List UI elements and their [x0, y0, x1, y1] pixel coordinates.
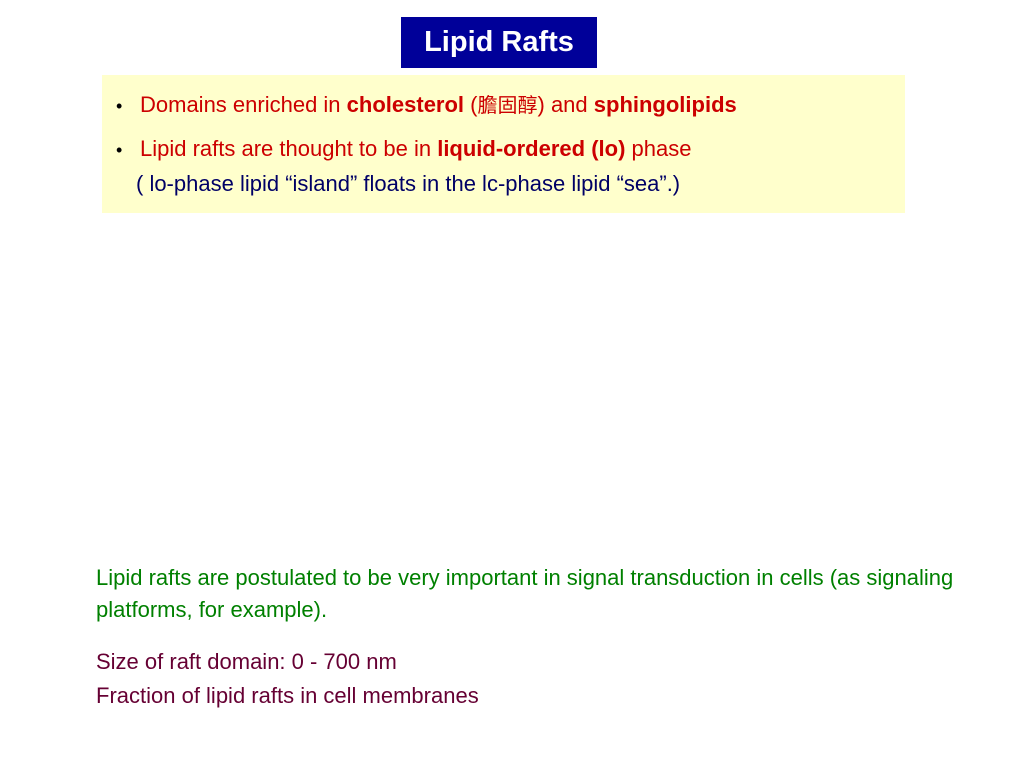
bullet-icon: •	[116, 96, 123, 116]
bullet-icon: •	[116, 140, 123, 160]
bullet-text: ) and	[537, 92, 594, 117]
raft-fraction-line: Fraction of lipid rafts in cell membrane…	[96, 683, 479, 708]
chinese-term: 膽固醇	[477, 93, 538, 117]
keyword-liquid-ordered: liquid-ordered (lo)	[437, 136, 626, 161]
bullet-text: Lipid rafts are thought to be in	[140, 136, 438, 161]
keyword-sphingolipids: sphingolipids	[593, 92, 737, 117]
raft-size-notes: Size of raft domain: 0 - 700 nm Fraction…	[96, 645, 479, 713]
bullet-text: Domains enriched in	[140, 92, 347, 117]
raft-size-line: Size of raft domain: 0 - 700 nm	[96, 649, 397, 674]
bullet-text: phase	[625, 136, 692, 161]
bullet-text: (	[464, 92, 478, 117]
signal-transduction-paragraph: Lipid rafts are postulated to be very im…	[96, 565, 954, 622]
keyword-cholesterol: cholesterol	[346, 92, 465, 117]
bullet-subtext: ( lo-phase lipid “island” floats in the …	[136, 171, 681, 196]
slide-title: Lipid Rafts	[401, 17, 597, 68]
highlight-box: • Domains enriched in cholesterol (膽固醇) a…	[102, 75, 905, 213]
bullet-item-cholesterol: • Domains enriched in cholesterol (膽固醇) a…	[116, 92, 737, 119]
bullet-item-lo-phase: • Lipid rafts are thought to be in liquid…	[116, 136, 691, 163]
